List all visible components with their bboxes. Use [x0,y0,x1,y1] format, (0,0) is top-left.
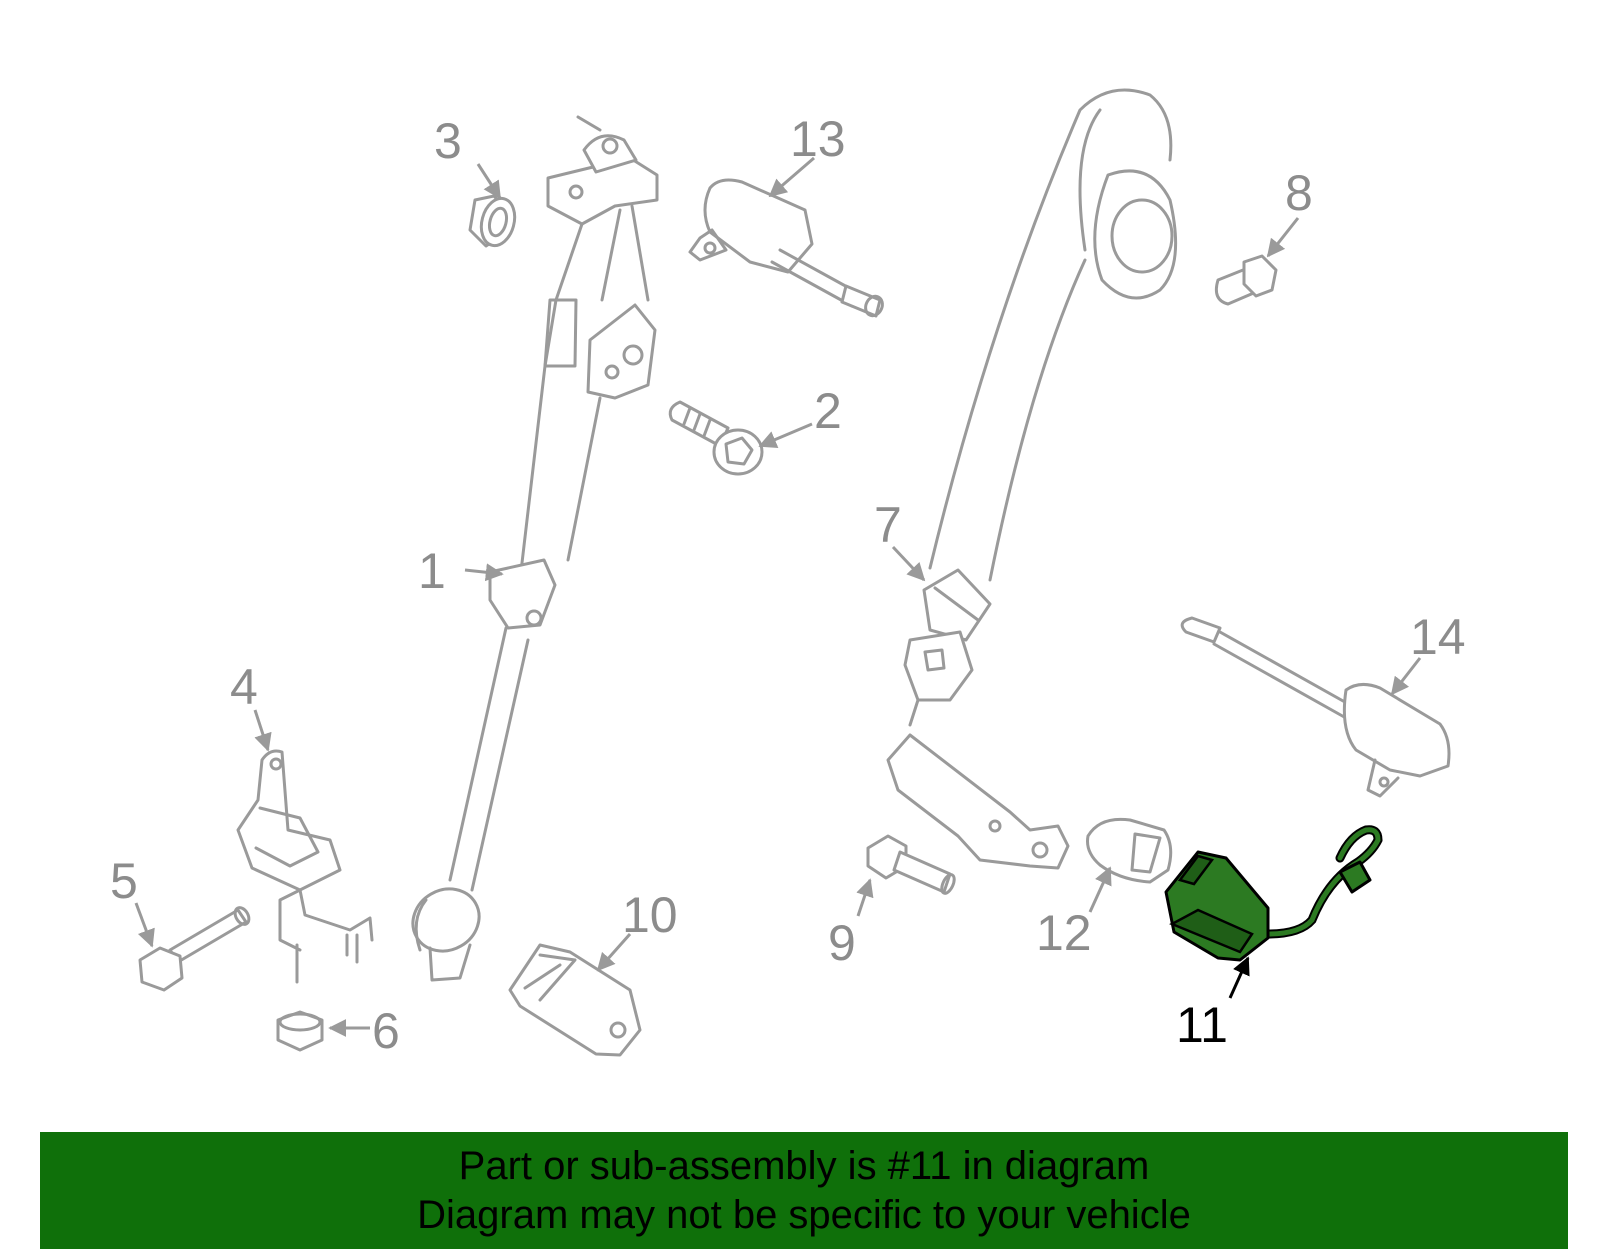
callout-labels: 3 13 8 2 7 1 14 4 5 10 9 12 11 6 [110,111,1466,1059]
part-3-nut[interactable] [468,194,520,250]
callout-2[interactable]: 2 [814,383,842,439]
callout-lines [134,156,1422,1037]
callout-12[interactable]: 12 [1036,905,1092,961]
callout-7[interactable]: 7 [874,497,902,553]
part-7-seat-belt-assembly[interactable] [886,88,1178,870]
part-5-bolt[interactable] [138,905,252,992]
part-2-bolt[interactable] [668,400,764,476]
callout-14[interactable]: 14 [1410,609,1466,665]
part-14-pretensioner[interactable] [1180,616,1451,798]
part-8-bolt[interactable] [1214,254,1278,306]
callout-11[interactable]: 11 [1176,997,1228,1053]
banner-line-disclaimer: Diagram may not be specific to your vehi… [417,1192,1191,1237]
part-12-cover[interactable] [1086,817,1173,884]
callout-3[interactable]: 3 [434,113,462,169]
part-10-cover[interactable] [508,943,642,1057]
callout-4[interactable]: 4 [230,659,258,715]
info-banner: Part or sub-assembly is #11 in diagram D… [40,1132,1568,1249]
banner-line-part: Part or sub-assembly is #11 in diagram [458,1143,1150,1188]
callout-13[interactable]: 13 [790,111,846,167]
part-11-buckle[interactable] [1164,825,1383,962]
part-9-bolt[interactable] [866,834,957,895]
callout-10[interactable]: 10 [622,887,678,943]
part-13-pretensioner[interactable] [688,178,885,318]
callout-6[interactable]: 6 [372,1003,400,1059]
parts-diagram: 3 13 8 2 7 1 14 4 5 10 9 12 11 6 [110,88,1466,1059]
callout-8[interactable]: 8 [1285,165,1313,221]
callout-5[interactable]: 5 [110,853,138,909]
part-6-nut[interactable] [276,1010,324,1052]
callout-9[interactable]: 9 [828,915,856,971]
part-1-seat-belt-assembly[interactable] [402,115,659,982]
callout-1[interactable]: 1 [418,543,446,599]
part-4-bracket[interactable] [236,749,374,984]
